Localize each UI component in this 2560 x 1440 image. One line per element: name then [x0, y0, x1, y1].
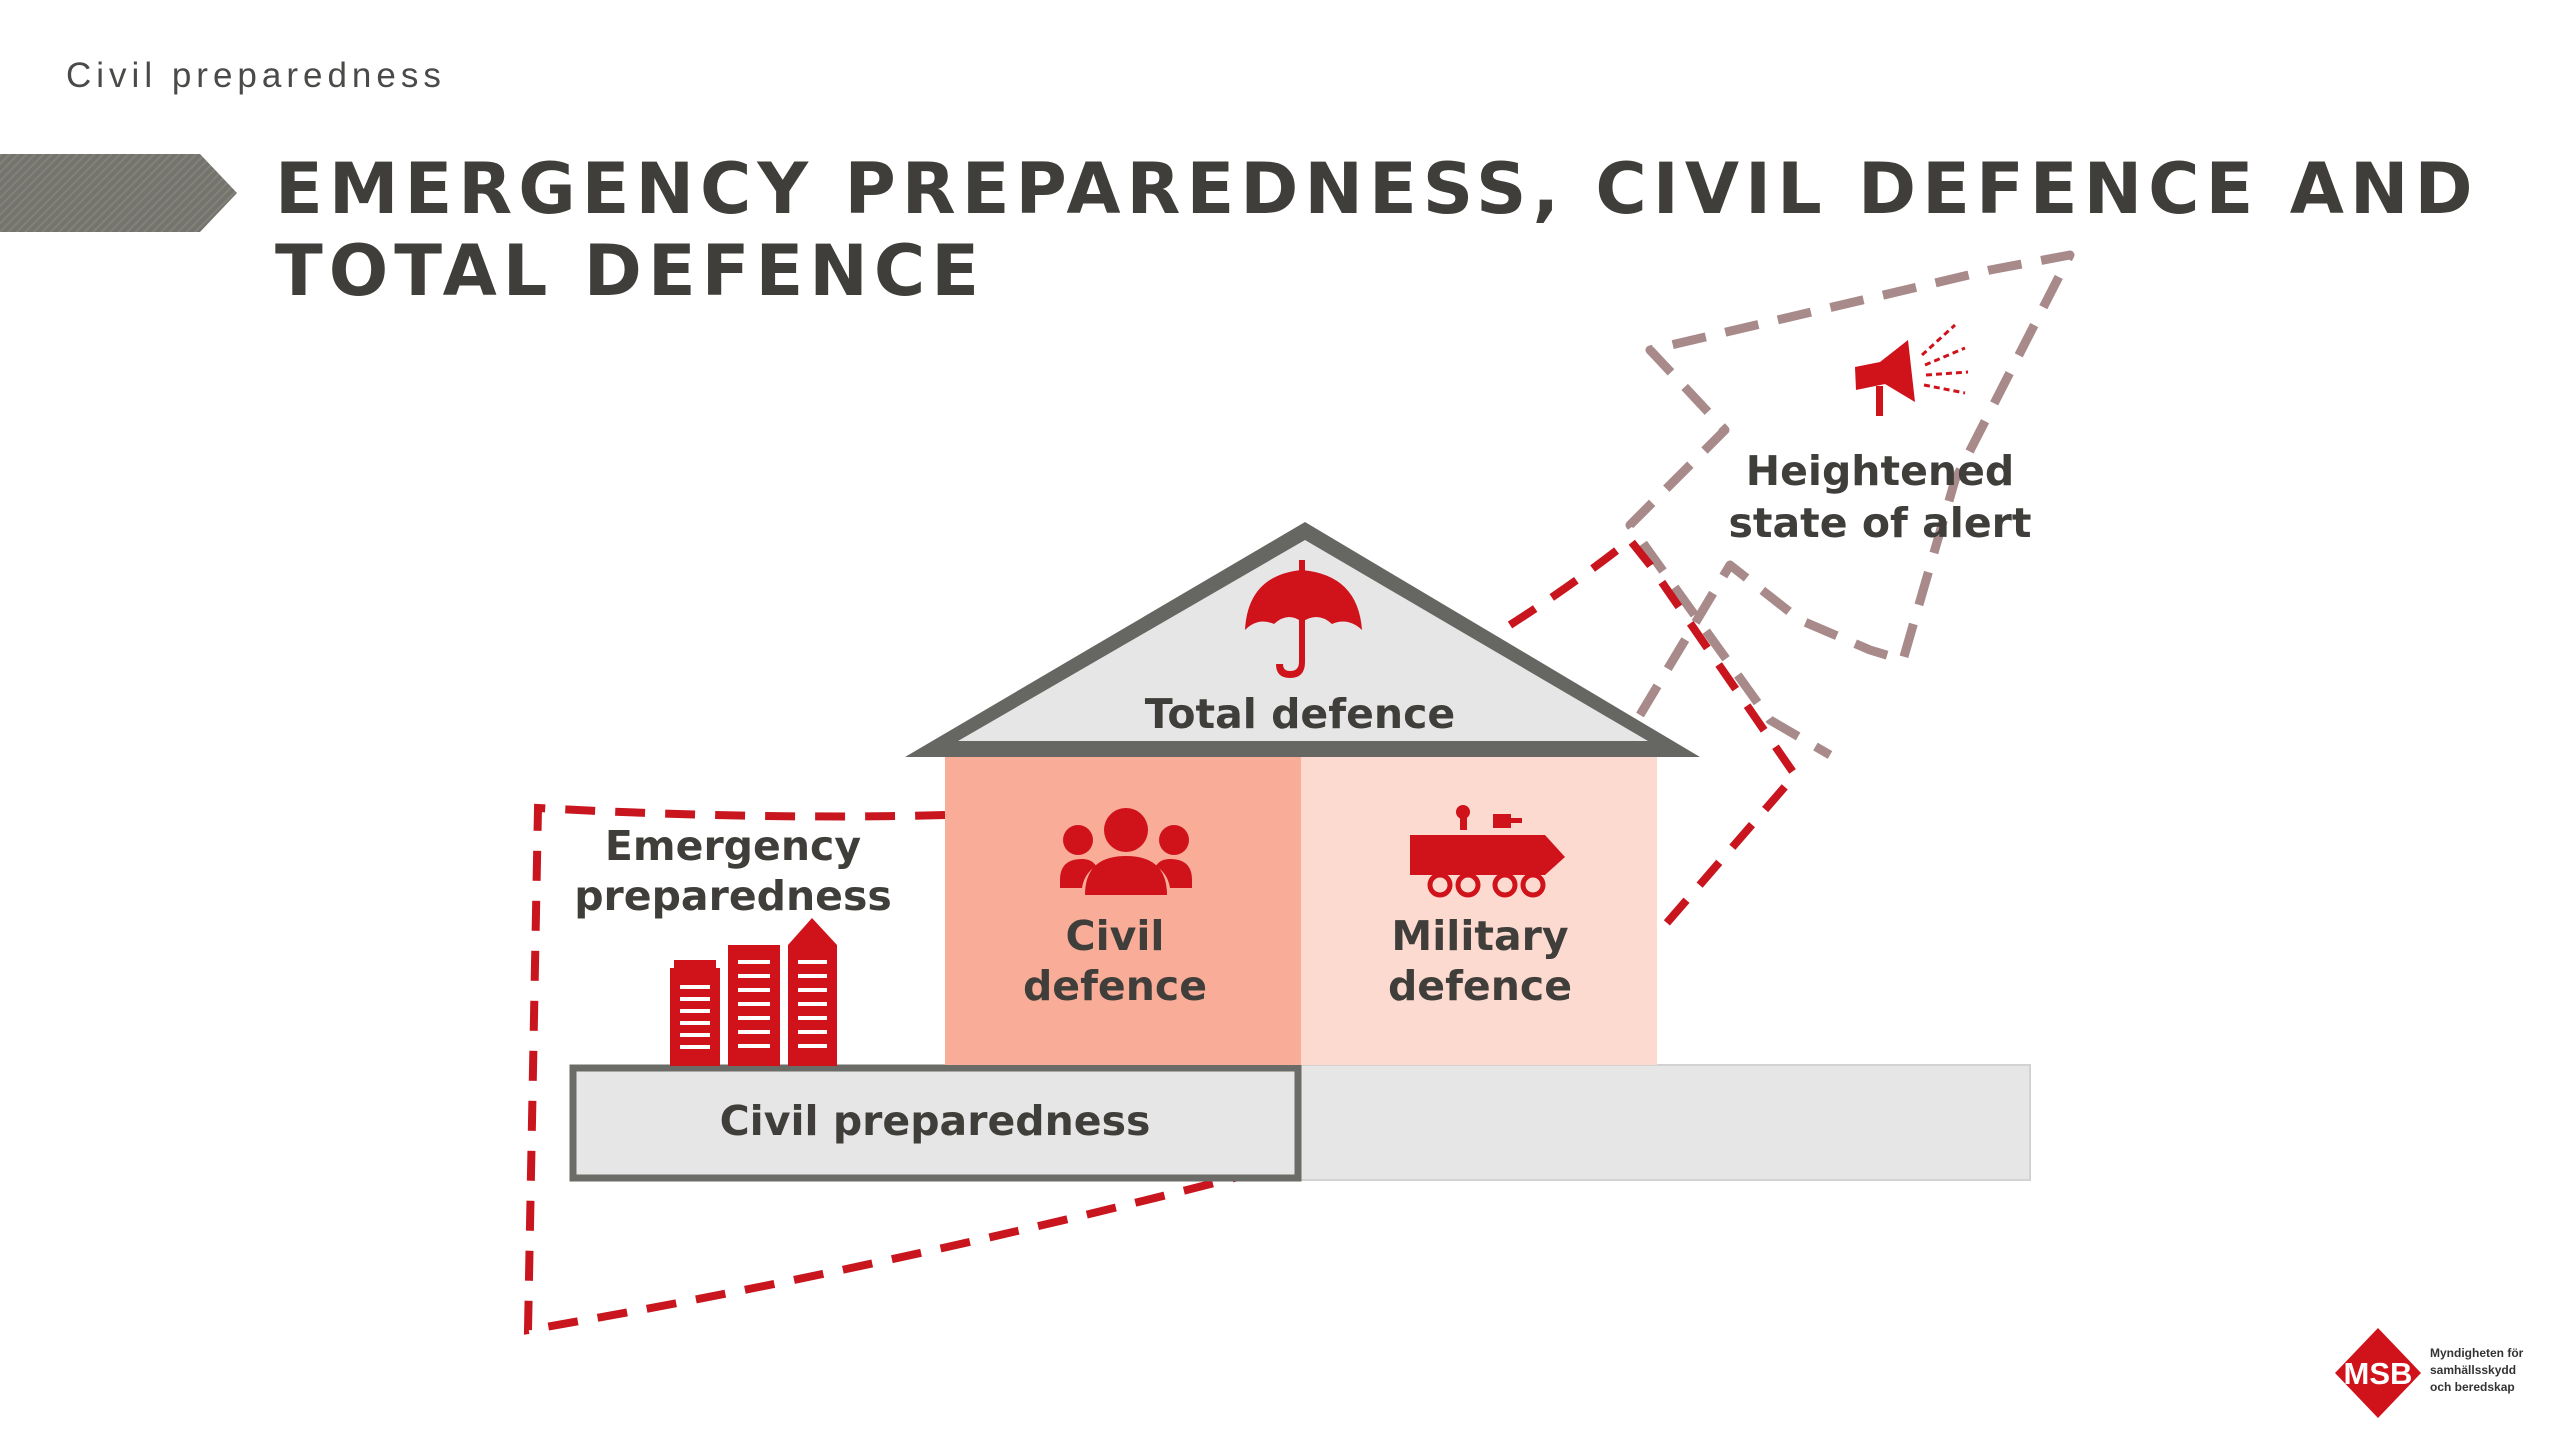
- military-defence-panel: [1301, 755, 1657, 1065]
- emergency-label-line1: Emergency: [605, 822, 861, 870]
- msb-logo-line1: Myndigheten för: [2430, 1346, 2524, 1360]
- military-defence-label-line1: Military: [1391, 912, 1568, 960]
- foundation-extension: [1299, 1064, 2031, 1181]
- civil-defence-panel: [945, 755, 1301, 1065]
- umbrella-icon: [1245, 560, 1362, 678]
- foundation-box: [569, 1064, 1302, 1182]
- roof-label: Total defence: [1145, 690, 1455, 738]
- msb-logo-line3: och beredskap: [2430, 1380, 2515, 1394]
- slide-title: EMERGENCY PREPAREDNESS, CIVIL DEFENCE AN…: [275, 148, 2479, 312]
- msb-logo-mark-text: MSB: [2344, 1356, 2413, 1391]
- armored-vehicle-icon: [1410, 805, 1565, 898]
- alert-arrow-outline: [1625, 250, 2075, 759]
- alert-label-line2: state of alert: [1729, 499, 2032, 547]
- msb-logo-mark: [2335, 1328, 2421, 1418]
- scope-dashed-line: [523, 803, 1267, 1335]
- growth-dashed-line: [1507, 536, 1799, 928]
- alert-label-line1: Heightened: [1746, 447, 2014, 495]
- msb-logo-line2: samhällsskydd: [2430, 1363, 2516, 1377]
- civil-defence-label-line2: defence: [1023, 962, 1207, 1010]
- section-label: Civil preparedness: [66, 56, 446, 95]
- city-buildings-icon: [670, 918, 837, 1066]
- civil-defence-label-line1: Civil: [1066, 912, 1165, 960]
- megaphone-icon: [1855, 323, 1969, 416]
- military-defence-label-line2: defence: [1388, 962, 1572, 1010]
- title-accent-bar: [0, 154, 237, 232]
- emergency-label-line2: preparedness: [574, 872, 892, 920]
- people-group-icon: [1060, 808, 1192, 895]
- foundation-label: Civil preparedness: [720, 1097, 1151, 1145]
- msb-logo: MSB Myndigheten för samhällsskydd och be…: [2335, 1328, 2524, 1418]
